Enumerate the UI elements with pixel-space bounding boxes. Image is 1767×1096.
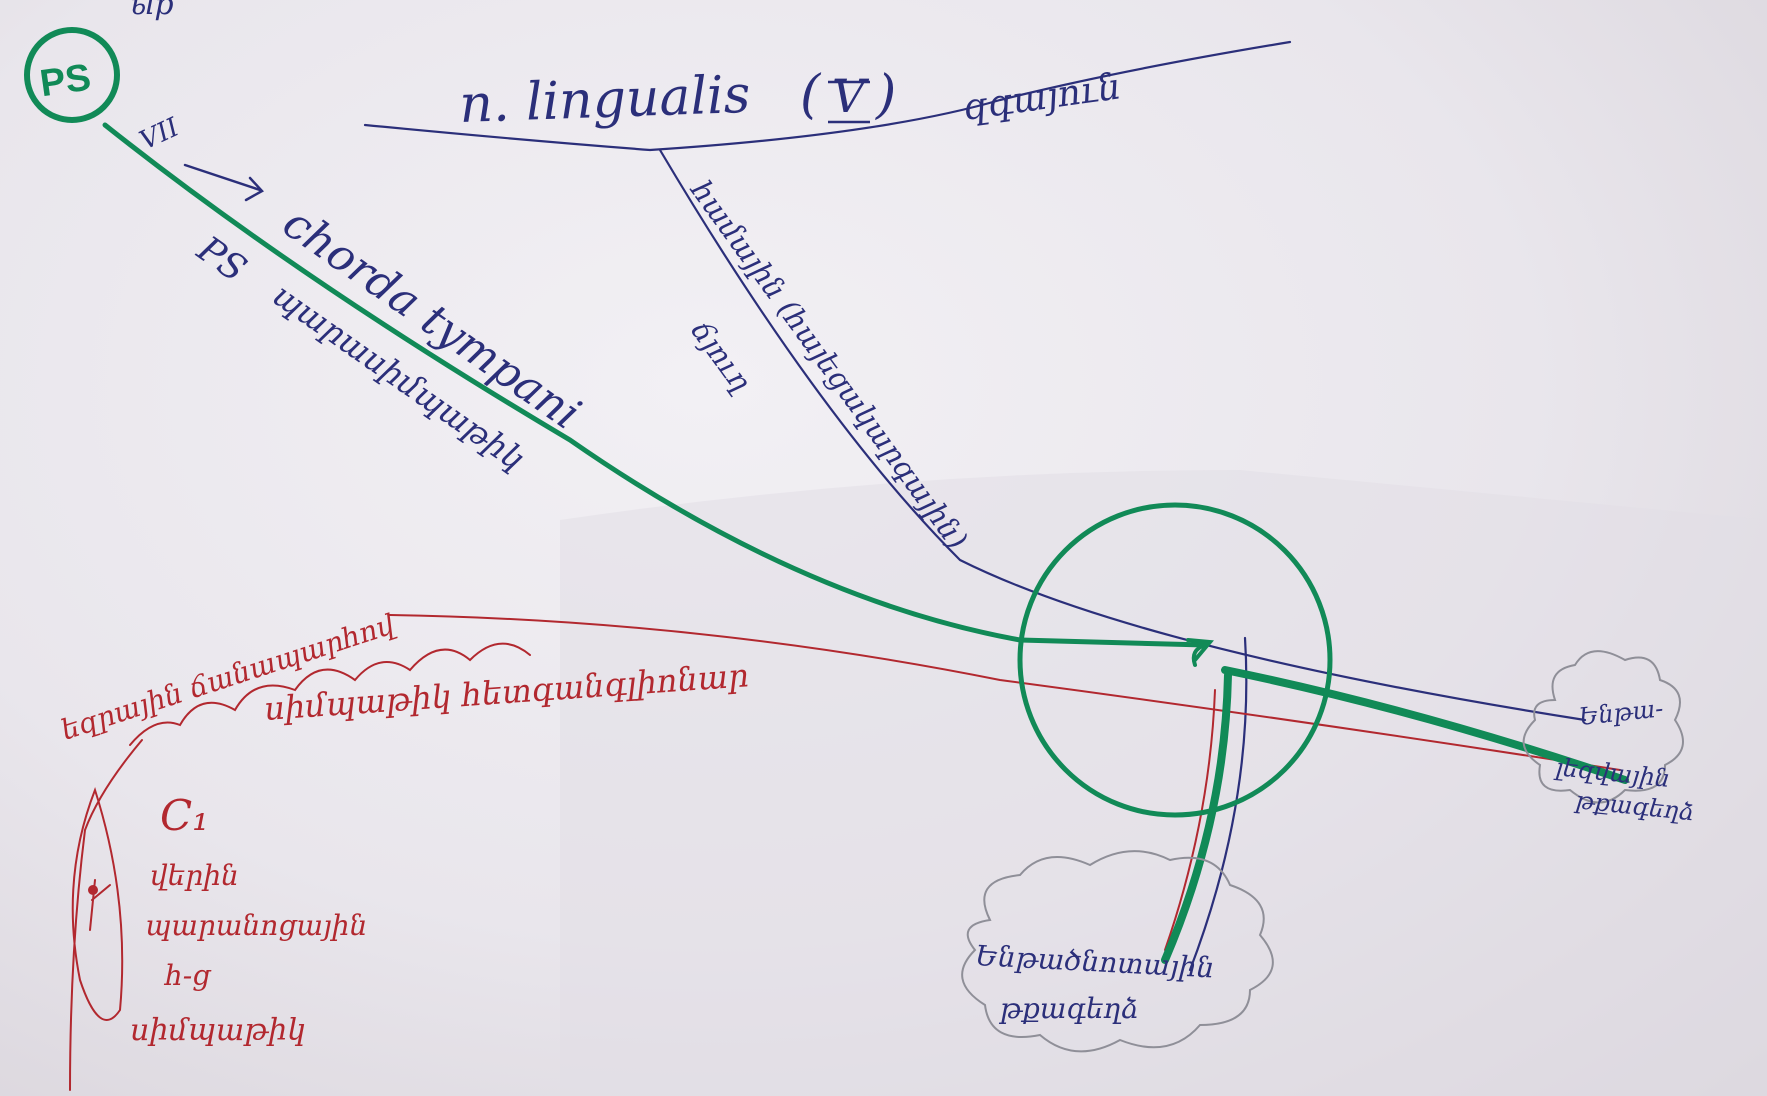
taste-branch-line bbox=[658, 148, 1587, 722]
red-pathway-line1: եզրային ճանապարհով bbox=[57, 608, 399, 747]
ps-origin-circle bbox=[24, 27, 120, 123]
ganglion-c1-label: C₁ bbox=[160, 791, 209, 840]
taste-branch-label-line2: ճյուղ bbox=[684, 314, 758, 399]
numeral-paren-open: ( bbox=[800, 65, 822, 125]
numeral-paren-close: ) bbox=[875, 65, 896, 125]
ganglion-circle bbox=[1017, 502, 1333, 818]
red-note-line3: հ-ց bbox=[163, 959, 212, 992]
vii-arrow bbox=[183, 163, 264, 202]
ganglion-dot bbox=[88, 885, 98, 895]
gland-clouds bbox=[961, 650, 1684, 1053]
lingual-nerve-label: n. lingualis bbox=[458, 65, 751, 135]
ganglion-loop-arrow bbox=[1186, 638, 1214, 667]
chorda-tympani-line bbox=[102, 122, 1208, 648]
ps-circle-label: PS bbox=[37, 57, 93, 106]
submandibular-green-line bbox=[1161, 671, 1232, 964]
red-ganglion-leaf bbox=[71, 786, 124, 1021]
sublingual-gland-cloud bbox=[1522, 650, 1684, 804]
red-scallop-chain bbox=[129, 642, 531, 746]
lingual-nerve-numeral: V bbox=[832, 69, 870, 123]
chorda-ps-label: PS bbox=[189, 228, 253, 290]
red-main-line bbox=[389, 614, 1621, 771]
red-note-line1: վերին bbox=[150, 859, 239, 892]
submandibular-gland-cloud bbox=[961, 850, 1274, 1053]
parasympathetic-pathway bbox=[24, 27, 1629, 964]
vii-label: VII bbox=[135, 112, 184, 156]
top-fragment-text: ыр bbox=[130, 0, 174, 22]
red-descending-line bbox=[69, 739, 143, 1091]
lingual-nerve-armenian: զգայուն bbox=[961, 66, 1124, 129]
submandibular-label-line2: թքագեղձ bbox=[998, 992, 1139, 1025]
red-submandibular-line bbox=[1164, 689, 1216, 951]
sublingual-green-line bbox=[1221, 666, 1629, 784]
red-note-line2: պարանոցային bbox=[145, 909, 367, 942]
red-note-line4: սիմպաթիկ bbox=[130, 1013, 306, 1048]
paper-shadow bbox=[560, 470, 1767, 1096]
sympathetic-pathway bbox=[69, 614, 1621, 1091]
lingual-nerve-trunk bbox=[363, 40, 1292, 152]
